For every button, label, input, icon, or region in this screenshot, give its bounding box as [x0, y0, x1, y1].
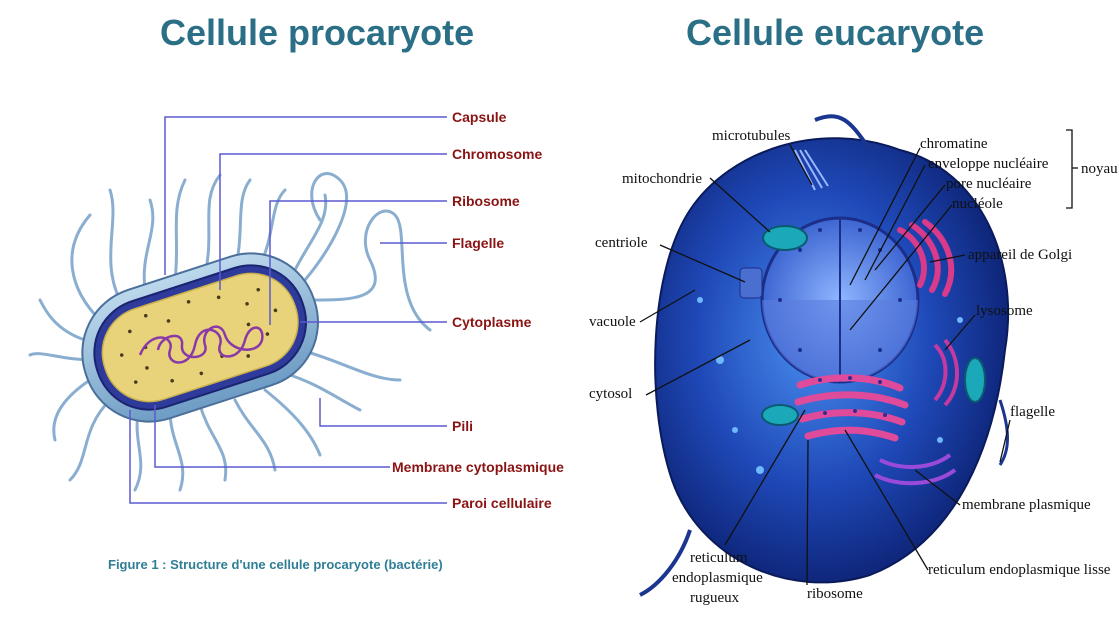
label-pili: Pili: [452, 418, 473, 434]
label-lysosome: lysosome: [976, 303, 1033, 319]
label-membrane-cytoplasmique: Membrane cytoplasmique: [392, 459, 564, 475]
label-flagelle: flagelle: [1010, 404, 1055, 420]
label-chromatine: chromatine: [920, 136, 988, 152]
label-reticulum-rugueux-3: rugueux: [690, 590, 740, 606]
label-membrane-plasmique: membrane plasmique: [962, 497, 1091, 513]
label-reticulum-lisse: reticulum endoplasmique lisse: [928, 562, 1111, 578]
label-chromosome: Chromosome: [452, 146, 542, 162]
label-vacuole: vacuole: [589, 314, 636, 330]
label-ribosome: Ribosome: [452, 193, 520, 209]
label-flagelle: Flagelle: [452, 235, 504, 251]
label-noyau: noyau: [1081, 161, 1118, 177]
figure-caption: Figure 1 : Structure d'une cellule proca…: [108, 557, 443, 572]
label-reticulum-rugueux-1: reticulum: [690, 550, 748, 566]
prokaryote-cell-illustration: [30, 174, 430, 490]
label-ribosome-eu: ribosome: [807, 586, 863, 602]
label-appareil-golgi: appareil de Golgi: [968, 247, 1072, 263]
label-pore-nucleaire: pore nucléaire: [946, 176, 1032, 192]
label-reticulum-rugueux-2: endoplasmique: [672, 570, 763, 586]
label-paroi-cellulaire: Paroi cellulaire: [452, 495, 552, 511]
label-cytosol: cytosol: [589, 386, 632, 402]
label-cytoplasme: Cytoplasme: [452, 314, 532, 330]
label-capsule: Capsule: [452, 109, 507, 125]
label-centriole: centriole: [595, 235, 648, 251]
label-microtubules: microtubules: [712, 128, 790, 144]
label-mitochondrie: mitochondrie: [622, 171, 702, 187]
label-enveloppe-nucleaire: enveloppe nucléaire: [928, 156, 1049, 172]
label-nucleole: nucléole: [952, 196, 1003, 212]
